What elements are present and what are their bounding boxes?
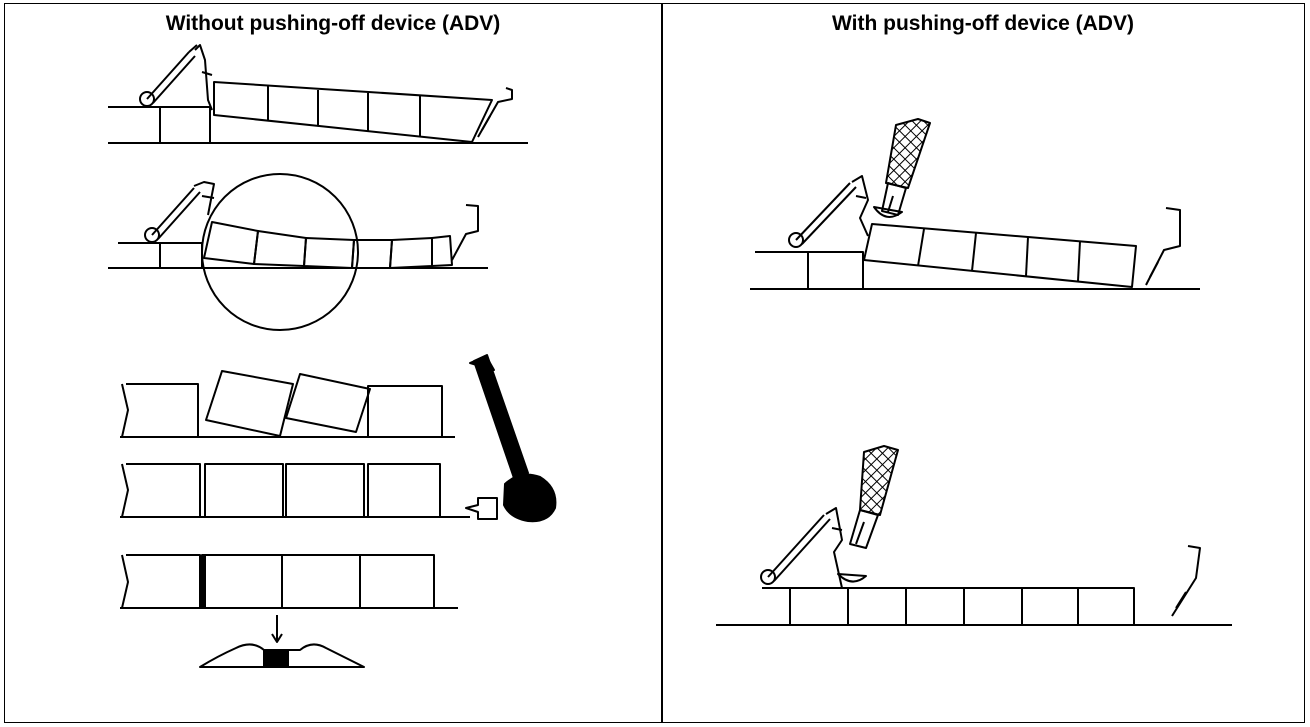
fig-left-4-aligned-row [120, 464, 497, 519]
fig-left-2-sagging-slab [108, 174, 488, 330]
fig-left-1-tilted-slab [108, 45, 528, 143]
fig-left-5-joint-row [120, 555, 458, 667]
fig-left-3-displaced-stones [120, 355, 555, 521]
fig-right-1-adv-lifting [750, 119, 1200, 289]
fig-right-2-adv-laid [716, 446, 1232, 625]
